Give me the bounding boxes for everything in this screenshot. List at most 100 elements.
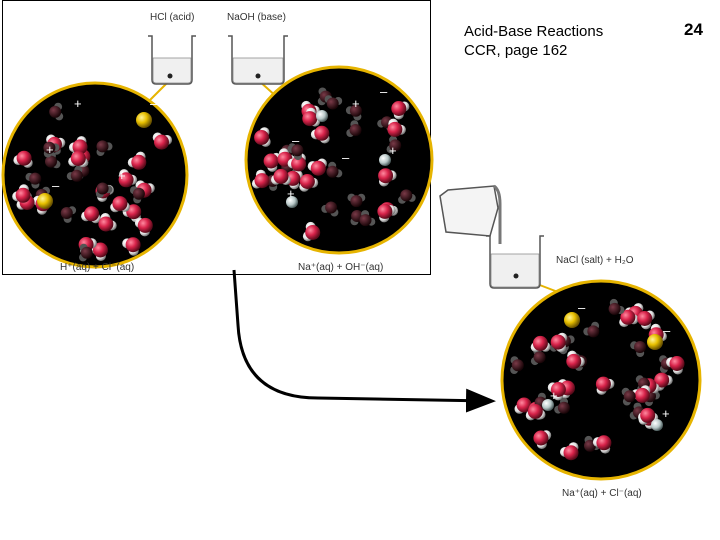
sodium-ion bbox=[379, 154, 391, 166]
oxygen-atom bbox=[45, 155, 57, 168]
minus-sign: – bbox=[52, 178, 60, 193]
oxygen-atom bbox=[137, 217, 153, 233]
oxygen-atom bbox=[70, 151, 86, 166]
oxygen-atom bbox=[314, 125, 330, 141]
salt-ions-label: Na⁺(aq) + Cl⁻(aq) bbox=[562, 488, 642, 499]
oxygen-atom bbox=[563, 445, 579, 461]
oxygen-atom bbox=[391, 101, 407, 116]
oxygen-atom bbox=[387, 121, 403, 137]
oxygen-atom bbox=[70, 169, 83, 182]
oxygen-atom bbox=[125, 237, 141, 253]
oxygen-atom bbox=[96, 140, 109, 153]
minus-sign: – bbox=[380, 84, 388, 99]
chloride-ion bbox=[37, 193, 53, 209]
oxygen-atom bbox=[273, 168, 289, 184]
oxygen-atom bbox=[132, 187, 145, 200]
oxygen-atom bbox=[60, 207, 73, 219]
particles-layer: + + + – – + + + – – – – – + + bbox=[12, 84, 685, 461]
oxygen-atom bbox=[350, 195, 363, 208]
oxygen-atom bbox=[126, 204, 142, 220]
oxygen-atom bbox=[550, 334, 566, 350]
plus-sign: + bbox=[389, 143, 397, 158]
oxygen-atom bbox=[527, 404, 543, 419]
oxygen-atom bbox=[15, 187, 31, 203]
salt-beaker-label: NaCl (salt) + H₂O bbox=[556, 255, 634, 266]
oxygen-atom bbox=[291, 156, 307, 172]
minus-sign: – bbox=[292, 133, 300, 148]
oxygen-atom bbox=[634, 387, 650, 403]
oxygen-atom bbox=[532, 335, 548, 351]
oxygen-atom bbox=[299, 174, 315, 189]
hcl-label: HCl (acid) bbox=[150, 12, 195, 23]
oxygen-atom bbox=[533, 351, 546, 364]
oxygen-atom bbox=[112, 196, 128, 212]
oxygen-atom bbox=[43, 141, 56, 154]
oxygen-atom bbox=[640, 407, 656, 423]
title-line-2: CCR, page 162 bbox=[464, 42, 568, 59]
oxygen-atom bbox=[326, 165, 339, 178]
oxygen-atom bbox=[608, 302, 621, 315]
plus-sign: + bbox=[352, 96, 360, 111]
oxygen-atom bbox=[263, 153, 279, 169]
oxygen-atom bbox=[154, 134, 169, 150]
oxygen-atom bbox=[305, 225, 321, 240]
acid-ions-label: H⁺(aq) + Cl⁻(aq) bbox=[60, 262, 135, 273]
oxygen-atom bbox=[511, 359, 524, 372]
title-line-1: Acid-Base Reactions bbox=[464, 23, 604, 40]
oxygen-atom bbox=[557, 401, 570, 414]
minus-sign: – bbox=[663, 323, 671, 338]
oxygen-atom bbox=[254, 130, 270, 145]
oxygen-atom bbox=[291, 144, 304, 157]
oxygen-atom bbox=[325, 201, 338, 214]
oxygen-atom bbox=[595, 376, 611, 392]
sodium-ion bbox=[542, 399, 554, 411]
oxygen-atom bbox=[326, 97, 339, 110]
naoh-beaker-icon bbox=[228, 35, 288, 85]
naoh-label: NaOH (base) bbox=[227, 12, 286, 23]
plus-sign: + bbox=[550, 388, 558, 403]
oxygen-atom bbox=[359, 214, 372, 227]
oxygen-atom bbox=[98, 216, 114, 232]
plus-sign: + bbox=[74, 96, 82, 111]
oxygen-atom bbox=[254, 173, 270, 189]
oxygen-atom bbox=[389, 139, 402, 152]
plus-sign: + bbox=[662, 406, 670, 421]
oxygen-atom bbox=[349, 124, 362, 136]
chloride-ion bbox=[564, 312, 580, 328]
oxygen-atom bbox=[96, 182, 109, 195]
base-ions-label: Na⁺(aq) + OH⁻(aq) bbox=[298, 262, 384, 273]
slide-title: Acid-Base Reactions CCR, page 162 bbox=[464, 22, 603, 60]
chloride-ion bbox=[647, 334, 663, 350]
minus-sign: – bbox=[342, 150, 350, 165]
hcl-beaker-icon bbox=[148, 35, 196, 85]
plus-sign: + bbox=[118, 168, 126, 183]
oxygen-atom bbox=[378, 168, 394, 184]
plus-sign: + bbox=[46, 142, 54, 157]
chloride-ion bbox=[136, 112, 152, 128]
oxygen-atom bbox=[654, 372, 670, 388]
pouring-beaker-icon bbox=[439, 184, 502, 244]
oxygen-atom bbox=[131, 154, 147, 170]
oxygen-atom bbox=[669, 356, 685, 371]
oxygen-atom bbox=[637, 311, 653, 326]
oxygen-atom bbox=[566, 353, 582, 369]
oxygen-atom bbox=[400, 189, 413, 202]
oxygen-atom bbox=[310, 160, 326, 176]
plus-sign: + bbox=[287, 186, 295, 201]
page-number: 24 bbox=[684, 20, 703, 39]
oxygen-atom bbox=[533, 430, 549, 446]
oxygen-atom bbox=[587, 325, 600, 338]
oxygen-atom bbox=[516, 397, 532, 413]
sodium-ion bbox=[316, 110, 328, 122]
oxygen-atom bbox=[16, 150, 32, 166]
oxygen-atom bbox=[84, 206, 100, 222]
oxygen-atom bbox=[118, 172, 134, 188]
oxygen-atom bbox=[596, 435, 612, 451]
minus-sign: – bbox=[578, 300, 586, 315]
minus-sign: – bbox=[150, 96, 158, 111]
oxygen-atom bbox=[349, 104, 362, 117]
oxygen-atom bbox=[302, 111, 318, 127]
oxygen-atom bbox=[550, 382, 566, 397]
oxygen-atom bbox=[377, 203, 393, 219]
